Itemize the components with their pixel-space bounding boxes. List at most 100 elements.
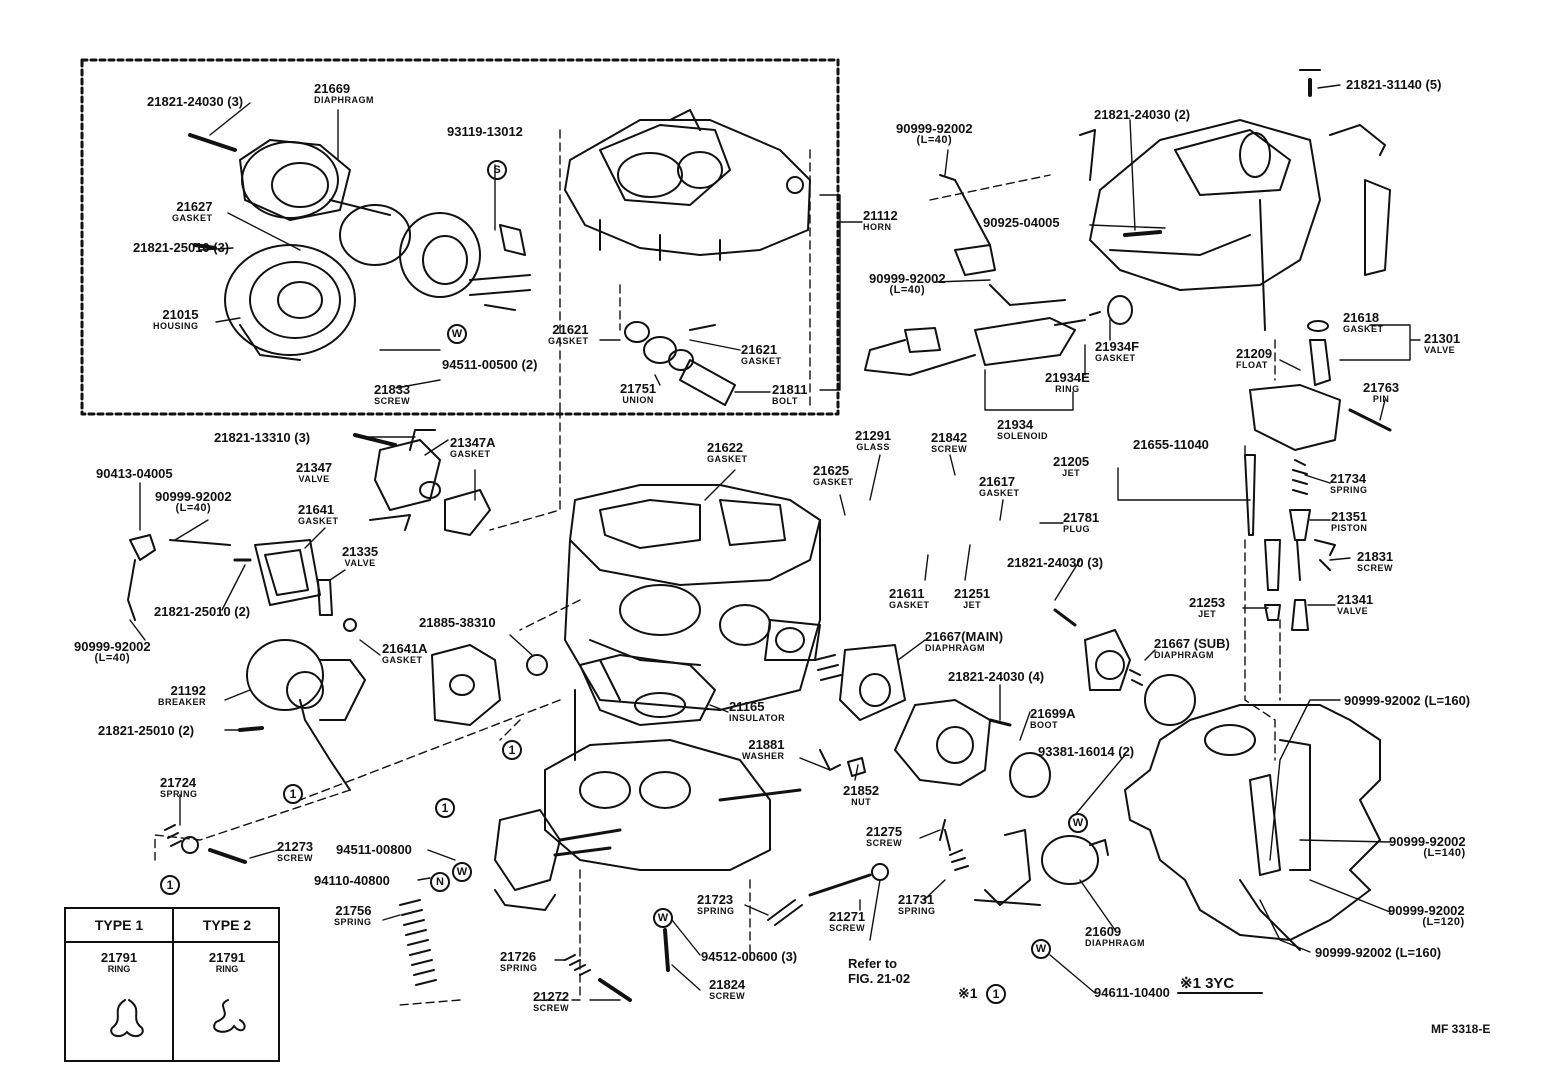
part-name: GASKET <box>707 454 748 464</box>
part-name: HORN <box>863 222 892 232</box>
carburetor-upper-right <box>1079 69 1391 331</box>
part-number: 21618 <box>1343 310 1380 325</box>
part-number: 90999-92002 (L=160) <box>1344 693 1471 708</box>
part-name: GASKET <box>813 477 854 487</box>
part-name: UNION <box>622 395 654 405</box>
part-label: 93381-16014 (2) <box>1038 745 1134 758</box>
part-label: 21821-24030 (4) <box>948 670 1044 683</box>
part-name: GASKET <box>548 336 589 346</box>
part-number: 21192 <box>170 683 207 698</box>
part-name: SCREW <box>1357 563 1393 573</box>
part-label: 94511-00500 (2) <box>442 358 537 371</box>
part-number: 94511-00500 (2) <box>442 357 538 372</box>
symbol-w-text: W <box>1072 817 1084 829</box>
part-number: 21731 <box>898 892 935 907</box>
part-number: 90999-92002 <box>896 121 973 136</box>
ref-circle-1: 1 <box>502 740 522 760</box>
part-number: 21209 <box>1236 346 1273 361</box>
part-number: 21751 <box>620 381 657 396</box>
lower-springs-screws <box>164 749 946 1002</box>
ref-circle-text: 1 <box>508 743 516 757</box>
throttle-body-lower <box>494 689 802 911</box>
part-number: 21621 <box>741 342 778 357</box>
part-number: 21833 <box>374 382 411 397</box>
part-name: WASHER <box>742 751 785 761</box>
part-name: SOLENOID <box>997 431 1049 441</box>
part-name: JET <box>963 600 982 610</box>
symbol-w-text: W <box>1035 943 1047 955</box>
part-label: 21821-24030 (3) <box>1007 556 1103 569</box>
figure-id-text: MF 3318-E <box>1431 1022 1491 1036</box>
applicability-note-text: ※1 3YC <box>1180 975 1235 992</box>
part-number: 94511-00800 <box>336 842 412 857</box>
part-label: 21667(MAIN)DIAPHRAGM <box>925 630 1003 653</box>
part-number: 21781 <box>1063 510 1100 525</box>
part-number: 90925-04005 <box>983 215 1060 230</box>
part-label: 90999-92002(L=120) <box>1388 904 1465 928</box>
float-valve <box>1249 320 1392 451</box>
part-number: 21112 <box>863 208 898 223</box>
part-name: GASKET <box>1343 324 1384 334</box>
choke-diaphragm-assembly <box>188 133 531 361</box>
jets-piston <box>1244 454 1336 631</box>
part-name: SCREW <box>277 853 313 863</box>
part-number: 21821-25010 (2) <box>154 604 251 619</box>
part-name: PISTON <box>1331 523 1368 533</box>
part-name: RING <box>1055 384 1080 394</box>
part-name: HOUSING <box>153 321 199 331</box>
part-number: 21275 <box>866 824 903 839</box>
refer-note-line: FIG. 21-02 <box>848 971 911 986</box>
symbol-s-circle: S <box>487 160 507 180</box>
part-name: GASKET <box>382 655 423 665</box>
part-number: 21852 <box>843 783 880 798</box>
part-label: 21821-24030 (2) <box>1094 108 1190 121</box>
part-number: 21885-38310 <box>419 615 496 630</box>
part-name: (L=40) <box>889 284 926 296</box>
part-number: 90999-92002 <box>869 271 946 286</box>
part-number: 21641 <box>298 502 335 517</box>
part-number: 93381-16014 (2) <box>1038 744 1135 759</box>
part-name: SPRING <box>1330 485 1368 495</box>
part-number: 21811 <box>772 382 808 397</box>
part-label: 93119-13012 <box>447 125 523 138</box>
symbol-w-circle: W <box>452 862 472 882</box>
ref-circle-1: 1 <box>160 875 180 895</box>
part-number: 21821-25010 (2) <box>98 723 195 738</box>
part-label: 21667 (SUB)DIAPHRAGM <box>1154 637 1230 660</box>
symbol-w-circle: W <box>447 324 467 344</box>
breaker <box>238 639 366 791</box>
part-name: DIAPHRAGM <box>1154 650 1214 660</box>
part-number: 21347A <box>450 435 496 450</box>
part-name: SPRING <box>334 917 372 927</box>
part-name: SPRING <box>898 906 936 916</box>
part-label: 90925-04005 <box>983 216 1060 229</box>
part-name: PIN <box>1372 394 1390 404</box>
ref-circle-text: 1 <box>289 787 297 801</box>
part-number: 21842 <box>931 430 968 445</box>
part-number: 21273 <box>277 839 314 854</box>
solenoid-hoses <box>864 174 1133 376</box>
part-name: BOLT <box>772 396 798 406</box>
part-number: 21205 <box>1053 454 1090 469</box>
part-name: GASKET <box>172 213 213 223</box>
part-number: 90999-92002 <box>74 639 151 654</box>
part-number: 21627 <box>176 199 213 214</box>
